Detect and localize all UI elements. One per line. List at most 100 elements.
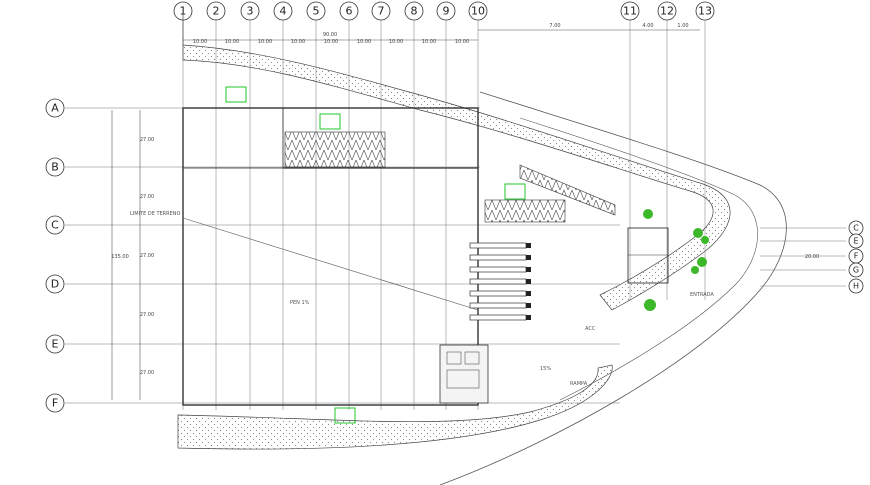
- column-bubble: [468, 1, 488, 21]
- column-bubble: [436, 1, 456, 21]
- column-bubble: [240, 1, 260, 21]
- row-bubble: [45, 98, 65, 118]
- road-outer-curve: [439, 91, 787, 485]
- dock-door: [526, 279, 531, 284]
- slope-note: PEN 1%: [290, 300, 310, 306]
- perimeter-green-strip: [182, 10, 731, 311]
- column-bubble: [404, 1, 424, 21]
- row-label: C: [51, 219, 59, 232]
- road-note: ENTRADA: [690, 292, 714, 298]
- right-row-bubble: [848, 233, 864, 249]
- slope-note-2: 15%: [540, 366, 551, 372]
- column-label: 3: [247, 5, 254, 18]
- green-symbols: [225, 86, 526, 424]
- span-dim-3: 10.00: [258, 39, 272, 45]
- row-bubble: [45, 334, 65, 354]
- column-label: 13: [698, 5, 712, 18]
- span-dim-1: 10.00: [193, 39, 207, 45]
- area-note: ACC: [585, 326, 596, 332]
- dock-bay: [469, 242, 527, 249]
- ramp-note: RAMPA: [570, 381, 588, 387]
- right-total-dim: 20.00: [805, 254, 819, 260]
- column-label: 5: [313, 5, 320, 18]
- road-inner-curve: [519, 117, 758, 401]
- right-row-bubble: [848, 278, 864, 294]
- row-bubble: [45, 274, 65, 294]
- span-dim-4: 10.00: [291, 39, 305, 45]
- row-label: F: [52, 397, 58, 410]
- column-label: 2: [213, 5, 220, 18]
- column-label: 10: [471, 5, 485, 18]
- column-label: 6: [346, 5, 353, 18]
- column-bubble: [371, 1, 391, 21]
- right-row-label: G: [853, 266, 859, 275]
- column-bubble: [273, 1, 293, 21]
- row-label: E: [52, 338, 59, 351]
- bottom-green-strip: [177, 364, 613, 450]
- row-label: A: [51, 102, 59, 115]
- top-dimension-chain: 90.00 7.00 4.00 1.00 10.00 10.00 10.00 1…: [183, 23, 700, 45]
- span-dim-2: 10.00: [225, 39, 239, 45]
- dock-bay: [469, 290, 527, 297]
- dock-bay: [469, 314, 527, 321]
- guard-house: [627, 227, 669, 284]
- top-right-dim-3: 1.00: [677, 23, 688, 29]
- dock-door: [526, 243, 531, 248]
- parking-stalls-mid: [484, 199, 566, 223]
- dock-door: [526, 255, 531, 260]
- left-dim-2: 27.00: [140, 194, 154, 200]
- span-dim-5: 10.00: [324, 39, 338, 45]
- top-total-dim: 90.00: [323, 32, 337, 38]
- column-bubble: [339, 1, 359, 21]
- row-grid: A B C D E F: [45, 98, 620, 413]
- column-bubble: [657, 1, 677, 21]
- left-dimension-chain: 135.00 27.00 27.00 27.00 27.00 27.00 LIM…: [111, 110, 181, 400]
- column-label: 12: [660, 5, 674, 18]
- column-label: 8: [411, 5, 418, 18]
- left-total-dim: 135.00: [111, 254, 129, 260]
- dock-bay: [469, 266, 527, 273]
- column-label: 11: [623, 5, 637, 18]
- parking-stalls-diagonal: [519, 164, 616, 216]
- loading-docks: [469, 242, 531, 321]
- top-right-dim-2: 4.00: [642, 23, 653, 29]
- dock-door: [526, 267, 531, 272]
- dock-door: [526, 315, 531, 320]
- span-dim-9: 10.00: [455, 39, 469, 45]
- row-bubble: [45, 215, 65, 235]
- top-right-dim: 7.00: [549, 23, 560, 29]
- left-dim-3: 27.00: [140, 253, 154, 259]
- column-label: 4: [280, 5, 287, 18]
- left-dim-5: 27.00: [140, 370, 154, 376]
- dock-door: [526, 303, 531, 308]
- span-dim-6: 10.00: [357, 39, 371, 45]
- left-dim-1: 27.00: [140, 137, 154, 143]
- office-block: [439, 344, 489, 404]
- right-row-bubble: [848, 262, 864, 278]
- column-bubble: [206, 1, 226, 21]
- lot-line-note: LIMITE DE TERRENO: [130, 211, 181, 217]
- dock-bay: [469, 254, 527, 261]
- column-bubble: [695, 1, 715, 21]
- row-bubble: [45, 393, 65, 413]
- column-label: 7: [378, 5, 385, 18]
- column-label: 9: [443, 5, 450, 18]
- row-label: D: [51, 278, 59, 291]
- row-label: B: [51, 161, 59, 174]
- right-row-label: E: [853, 237, 858, 246]
- right-row-label: C: [853, 224, 859, 233]
- trees: [643, 209, 709, 311]
- dock-door: [526, 291, 531, 296]
- right-row-label: F: [854, 252, 859, 261]
- dock-bay: [469, 302, 527, 309]
- column-bubble: [306, 1, 326, 21]
- column-bubble: [620, 1, 640, 21]
- left-dim-4: 27.00: [140, 312, 154, 318]
- dock-bay: [469, 278, 527, 285]
- span-dim-7: 10.00: [389, 39, 403, 45]
- span-dim-8: 10.00: [422, 39, 436, 45]
- right-row-label: H: [853, 282, 859, 291]
